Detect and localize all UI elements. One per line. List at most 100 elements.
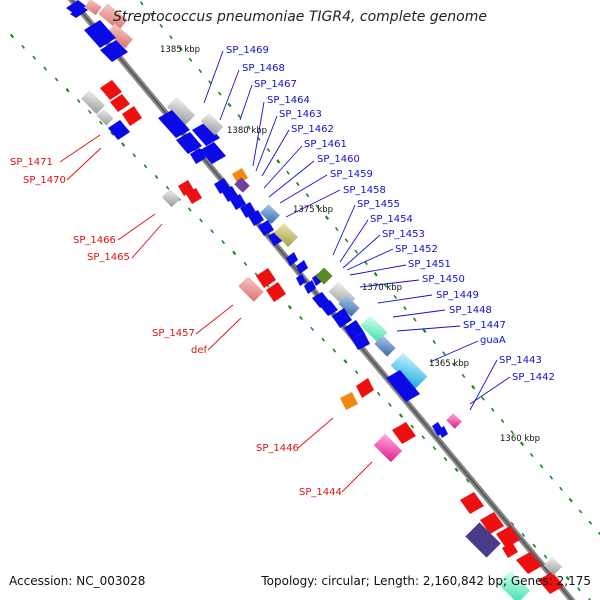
tick-mark xyxy=(310,326,314,331)
tick-mark xyxy=(532,543,537,548)
tick-mark xyxy=(315,204,320,209)
tick-mark xyxy=(500,419,505,424)
tick-mark xyxy=(43,66,48,71)
tick-mark xyxy=(295,181,300,187)
gene-label-sp1469[interactable]: SP_1469 xyxy=(226,45,269,56)
gene-block-sp1471 xyxy=(80,80,142,140)
kbp-label-1385: 1385 kbp xyxy=(160,45,201,55)
gene-label-sp1446[interactable]: SP_1446 xyxy=(256,443,299,454)
tick-mark xyxy=(54,77,59,82)
tick-mark xyxy=(159,23,164,28)
tick-mark xyxy=(410,424,415,429)
tick-mark xyxy=(9,33,15,39)
tick-mark xyxy=(422,328,427,334)
tick-mark xyxy=(276,159,281,164)
gene-label-sp1455[interactable]: SP_1455 xyxy=(357,199,400,210)
tick-mark xyxy=(578,509,583,514)
gene-label-sp1462[interactable]: SP_1462 xyxy=(291,124,334,135)
gene-label-sp1458[interactable]: SP_1458 xyxy=(343,185,386,196)
tick-mark xyxy=(143,164,148,169)
tick-mark xyxy=(324,215,330,221)
tick-mark xyxy=(421,435,426,440)
gene-label-sp1471[interactable]: SP_1471 xyxy=(10,157,53,168)
gene-label-sp1467[interactable]: SP_1467 xyxy=(254,79,297,90)
gene-block-bottom xyxy=(460,492,564,600)
gene-label-sp1453[interactable]: SP_1453 xyxy=(382,229,425,240)
tick-mark xyxy=(237,114,242,119)
tick-mark xyxy=(388,402,392,407)
gene-label-sp1447[interactable]: SP_1447 xyxy=(463,320,506,331)
tick-mark xyxy=(76,99,81,104)
tick-mark xyxy=(99,120,103,125)
tick-mark xyxy=(432,446,437,451)
tick-mark xyxy=(519,441,525,446)
gene-label-sp1450[interactable]: SP_1450 xyxy=(422,274,465,285)
gene-block-sp1469 xyxy=(158,96,226,164)
gene-label-sp1442[interactable]: SP_1442 xyxy=(512,372,555,383)
tick-mark xyxy=(354,370,359,375)
tick-mark xyxy=(32,55,37,60)
tick-mark xyxy=(490,407,495,412)
gene-label-sp1466[interactable]: SP_1466 xyxy=(73,235,116,246)
gene-label-sp1460[interactable]: SP_1460 xyxy=(317,154,360,165)
forward-strand-genes xyxy=(158,96,462,438)
gene-label-sp1463[interactable]: SP_1463 xyxy=(279,109,322,120)
tick-mark xyxy=(321,337,326,342)
gene-label-sp1468[interactable]: SP_1468 xyxy=(242,63,285,74)
gene-block-top-left xyxy=(66,0,134,62)
tick-mark xyxy=(354,249,359,254)
tick-mark xyxy=(165,185,170,190)
gene-label-sp1449[interactable]: SP_1449 xyxy=(436,290,479,301)
tick-mark xyxy=(376,391,381,396)
tick-mark xyxy=(178,46,183,51)
tick-mark xyxy=(332,348,337,353)
gene-label-sp1454[interactable]: SP_1454 xyxy=(370,214,413,225)
tick-mark xyxy=(471,384,476,390)
kbp-label-1365: 1365 kbp xyxy=(429,359,470,369)
gene-label-sp1470[interactable]: SP_1470 xyxy=(23,175,66,186)
gene-label-guaa[interactable]: guaA xyxy=(480,335,506,346)
gene-block-guaa xyxy=(386,352,428,402)
tick-mark xyxy=(559,486,563,491)
tick-mark xyxy=(344,238,349,243)
tick-mark xyxy=(305,193,310,198)
tick-mark xyxy=(188,57,193,62)
gene-connectors xyxy=(59,50,511,493)
gene-label-sp1443[interactable]: SP_1443 xyxy=(499,355,542,366)
gene-label-def[interactable]: def xyxy=(191,345,208,356)
tick-mark xyxy=(510,430,515,435)
reverse-strand-genes xyxy=(66,0,564,600)
tick-mark xyxy=(227,102,232,108)
kbp-label-1375: 1375 kbp xyxy=(293,205,334,215)
tick-mark xyxy=(221,240,226,245)
gene-label-sp1451[interactable]: SP_1451 xyxy=(408,259,451,270)
tick-mark xyxy=(243,261,248,266)
tick-mark xyxy=(442,351,446,356)
gene-label-sp1448[interactable]: SP_1448 xyxy=(449,305,492,316)
tick-mark xyxy=(21,44,25,49)
tick-mark xyxy=(287,304,292,310)
tick-mark xyxy=(343,359,348,364)
tick-mark xyxy=(169,35,173,40)
gene-label-sp1464[interactable]: SP_1464 xyxy=(267,95,310,106)
tick-mark xyxy=(565,576,570,581)
kbp-label-1380: 1380 kbp xyxy=(227,126,268,136)
tick-mark xyxy=(521,532,526,537)
tick-mark xyxy=(232,250,237,256)
tick-mark xyxy=(373,272,378,277)
tick-mark xyxy=(65,87,70,93)
tick-mark xyxy=(110,131,114,136)
gene-label-sp1459[interactable]: SP_1459 xyxy=(330,169,373,180)
tick-mark xyxy=(568,497,573,503)
gene-label-sp1461[interactable]: SP_1461 xyxy=(304,139,347,150)
tick-mark xyxy=(299,315,303,321)
gene-label-sp1465[interactable]: SP_1465 xyxy=(87,252,130,263)
kbp-label-1360: 1360 kbp xyxy=(500,434,541,444)
gene-label-sp1457[interactable]: SP_1457 xyxy=(152,328,195,339)
gene-label-sp1444[interactable]: SP_1444 xyxy=(299,487,342,498)
gene-block-sp1446 xyxy=(340,378,374,410)
tick-mark xyxy=(334,227,339,232)
gene-label-sp1452[interactable]: SP_1452 xyxy=(395,244,438,255)
tick-mark xyxy=(217,91,222,96)
tick-mark xyxy=(187,207,192,212)
